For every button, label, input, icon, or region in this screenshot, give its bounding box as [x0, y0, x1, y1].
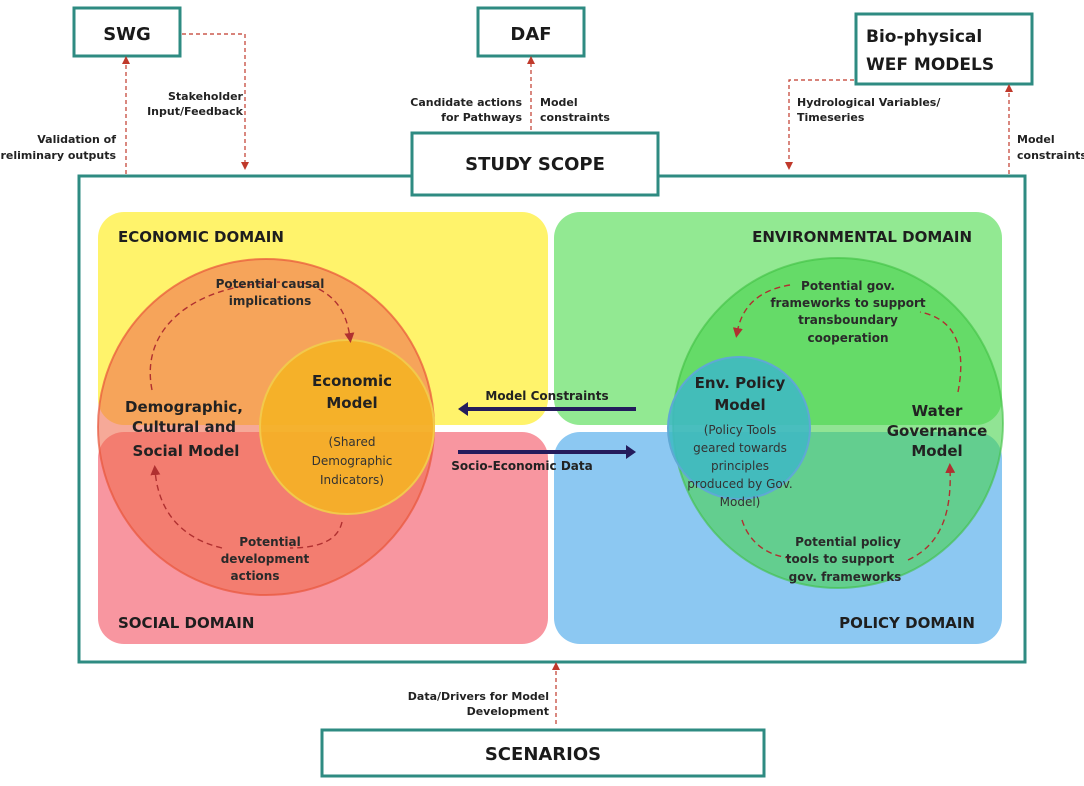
model-constraints-bio-line1: Model [1017, 133, 1055, 146]
hydro-label-line1: Hydrological Variables/ [797, 96, 941, 109]
economic-sub-line3: Indicators) [320, 473, 384, 487]
demographic-loop-top-left [149, 281, 281, 391]
policy-tools-label-line2: tools to support [786, 552, 895, 566]
stakeholder-arrow [182, 33, 249, 170]
env-policy-model-circle [667, 356, 811, 500]
economic-model-line1: Economic [312, 372, 392, 390]
gov-frameworks-label-line2: frameworks to support [770, 296, 926, 310]
stakeholder-label-line2: Input/Feedback [147, 105, 244, 118]
policy-tools-label-line1: Potential policy [795, 535, 901, 549]
social-domain-label: SOCIAL DOMAIN [118, 614, 254, 632]
study-scope-label: STUDY SCOPE [465, 154, 605, 175]
economic-sub-line2: Demographic [312, 454, 393, 468]
development-label-line2: development [221, 552, 310, 566]
env-policy-sub-line3: principles [711, 459, 769, 473]
model-constraints-label: Model Constraints [485, 389, 608, 403]
stakeholder-label-line1: Stakeholder [168, 90, 244, 103]
governance-loop-top-right [919, 311, 962, 393]
causal-label-line2: implications [229, 294, 311, 308]
policy-tools-label-line3: gov. frameworks [789, 570, 902, 584]
economic-sub-line1: (Shared [329, 435, 376, 449]
swg-label: SWG [103, 24, 151, 45]
socio-economic-arrow [458, 445, 636, 459]
model-constraints-daf-line2: constraints [540, 111, 610, 124]
water-governance-line3: Model [911, 442, 962, 460]
environmental-domain-label: ENVIRONMENTAL DOMAIN [752, 228, 972, 246]
env-policy-sub-line5: Model) [720, 495, 761, 509]
candidate-label-line2: for Pathways [441, 111, 522, 124]
economic-model-line2: Model [326, 394, 377, 412]
scenarios-box: SCENARIOS [320, 728, 766, 778]
env-policy-model-line1: Env. Policy [695, 374, 786, 392]
env-policy-model-line2: Model [714, 396, 765, 414]
scenarios-label: SCENARIOS [485, 744, 601, 765]
development-actions-arrow [150, 465, 223, 549]
daf-label: DAF [510, 24, 551, 45]
data-drivers-label-line2: Development [467, 705, 549, 718]
model-constraints-arrow [458, 402, 636, 416]
water-governance-line2: Governance [887, 422, 988, 440]
demographic-model-line1: Demographic, [125, 398, 243, 416]
economic-domain-label: ECONOMIC DOMAIN [118, 228, 284, 246]
study-scope-box: STUDY SCOPE [410, 131, 660, 197]
model-constraints-daf-line1: Model [540, 96, 578, 109]
policy-domain-label: POLICY DOMAIN [839, 614, 975, 632]
gov-frameworks-label-line1: Potential gov. [801, 279, 895, 293]
demographic-model-line2: Cultural and [132, 418, 236, 436]
socio-economic-flow: Socio-Economic Data [451, 445, 636, 473]
env-policy-sub-line4: produced by Gov. [687, 477, 792, 491]
model-constraints-flow: Model Constraints [458, 389, 636, 416]
env-policy-sub-line1: (Policy Tools [704, 423, 777, 437]
data-drivers-label-line1: Data/Drivers for Model [408, 690, 549, 703]
validation-label-line1: Validation of [37, 133, 116, 146]
biophysical-label-line1: Bio-physical [866, 27, 982, 47]
causal-label-line1: Potential causal [216, 277, 325, 291]
water-governance-line1: Water [912, 402, 963, 420]
hydrological-arrow [785, 79, 854, 170]
economic-model-circle [259, 339, 435, 515]
socio-economic-label: Socio-Economic Data [451, 459, 592, 473]
gov-frameworks-label-line3: transboundary [798, 313, 898, 327]
candidate-label-line1: Candidate actions [410, 96, 522, 109]
policy-tools-arrow [907, 463, 956, 561]
model-constraints-bio-line2: constraints [1017, 149, 1084, 162]
biophysical-label-line2: WEF MODELS [866, 55, 994, 75]
validation-label-line2: preliminary outputs [0, 149, 116, 162]
causal-implications-arrow [299, 281, 355, 343]
env-policy-sub-line2: geared towards [693, 441, 787, 455]
development-label-line3: actions [231, 569, 280, 583]
swg-box: SWG [72, 6, 182, 58]
daf-box: DAF [476, 6, 586, 58]
governance-loop-bottom-left [741, 519, 791, 559]
demographic-loop-bottom-right [289, 521, 343, 549]
hydro-label-line2: Timeseries [797, 111, 865, 124]
gov-frameworks-label-line4: cooperation [808, 331, 889, 345]
demographic-model-line3: Social Model [133, 442, 240, 460]
development-label-line1: Potential [239, 535, 301, 549]
biophysical-box: Bio-physical WEF MODELS [854, 12, 1034, 86]
